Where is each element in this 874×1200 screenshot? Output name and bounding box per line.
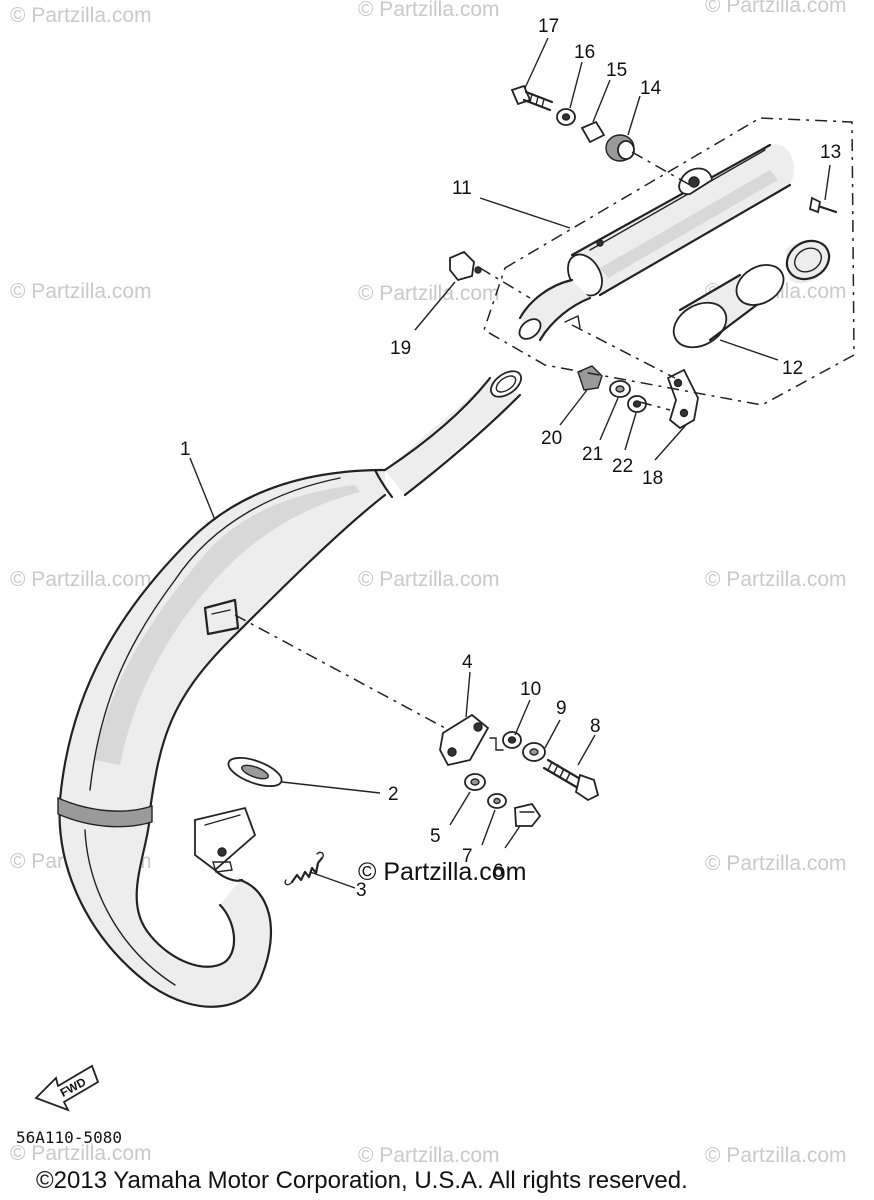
callout-5: 5 xyxy=(430,826,441,847)
leader-lines xyxy=(189,37,831,889)
part-16-washer[interactable] xyxy=(556,108,576,126)
part-9-washer[interactable] xyxy=(522,742,546,762)
part-8-bolt[interactable] xyxy=(542,758,600,802)
callout-14: 14 xyxy=(640,78,662,99)
part-18-bracket[interactable] xyxy=(666,368,699,430)
callout-17: 17 xyxy=(538,16,559,37)
callout-4: 4 xyxy=(462,652,473,673)
center-watermark: © Partzilla.com xyxy=(358,858,526,886)
part-11-silencer[interactable] xyxy=(516,143,794,342)
watermark: © Partzilla.com xyxy=(358,0,500,21)
part-13-screw[interactable] xyxy=(808,196,838,214)
callout-18: 18 xyxy=(642,468,663,489)
part-1-exhaust-pipe[interactable] xyxy=(57,366,526,1008)
watermark: © Partzilla.com xyxy=(10,280,152,303)
callout-15: 15 xyxy=(606,60,627,81)
part-20-bolt[interactable] xyxy=(577,365,603,391)
part-15-collar[interactable] xyxy=(580,120,606,144)
part-5-washer[interactable] xyxy=(464,773,486,791)
part-19-nut[interactable] xyxy=(449,250,482,282)
watermark: © Partzilla.com xyxy=(705,568,847,591)
part-3-spring[interactable] xyxy=(284,851,325,886)
part-7-washer[interactable] xyxy=(487,793,507,809)
copyright-notice: ©2013 Yamaha Motor Corporation, U.S.A. A… xyxy=(36,1167,688,1194)
callout-11: 11 xyxy=(452,178,472,199)
forward-arrow-icon: FWD xyxy=(34,1064,100,1112)
watermark: © Partzilla.com xyxy=(10,4,152,27)
callout-21: 21 xyxy=(582,444,603,465)
diagram-code: 56A110-5080 xyxy=(16,1128,122,1147)
callout-12: 12 xyxy=(782,358,803,379)
assembly-lines xyxy=(234,117,855,729)
watermark: © Partzilla.com xyxy=(10,568,152,591)
callout-7: 7 xyxy=(462,846,473,867)
part-10-collar[interactable] xyxy=(502,731,522,749)
watermark-layer: © Partzilla.com © Partzilla.com © Partzi… xyxy=(10,0,847,1167)
watermark: © Partzilla.com xyxy=(358,568,500,591)
part-17-bolt[interactable] xyxy=(510,84,554,112)
part-2-gasket[interactable] xyxy=(225,752,285,792)
part-4-bracket[interactable] xyxy=(439,713,504,767)
callout-13: 13 xyxy=(820,142,841,163)
callout-20: 20 xyxy=(541,428,562,449)
callout-9: 9 xyxy=(556,698,567,719)
part-22-washer[interactable] xyxy=(627,395,647,413)
callout-1: 1 xyxy=(180,439,191,460)
callout-2: 2 xyxy=(388,784,399,805)
callout-10: 10 xyxy=(520,679,541,700)
watermark: © Partzilla.com xyxy=(705,1144,847,1167)
watermark: © Partzilla.com xyxy=(705,0,847,17)
part-12-silencer-packing[interactable] xyxy=(666,233,836,356)
watermark: © Partzilla.com xyxy=(358,1144,500,1167)
callout-6: 6 xyxy=(493,861,504,882)
part-14-grommet[interactable] xyxy=(605,134,635,162)
callout-16: 16 xyxy=(574,42,595,63)
callout-19: 19 xyxy=(390,338,411,359)
watermark: © Partzilla.com xyxy=(358,282,500,305)
callout-8: 8 xyxy=(590,716,601,737)
watermark: © Partzilla.com xyxy=(705,852,847,875)
part-6-bolt[interactable] xyxy=(514,802,542,827)
callout-numbers: 1 2 3 4 5 6 7 8 9 10 11 12 13 14 15 16 1… xyxy=(180,16,841,901)
callout-3: 3 xyxy=(356,880,367,901)
watermark: © Partzilla.com xyxy=(10,1142,152,1165)
part-21-washer[interactable] xyxy=(609,380,631,398)
callout-22: 22 xyxy=(612,456,633,477)
